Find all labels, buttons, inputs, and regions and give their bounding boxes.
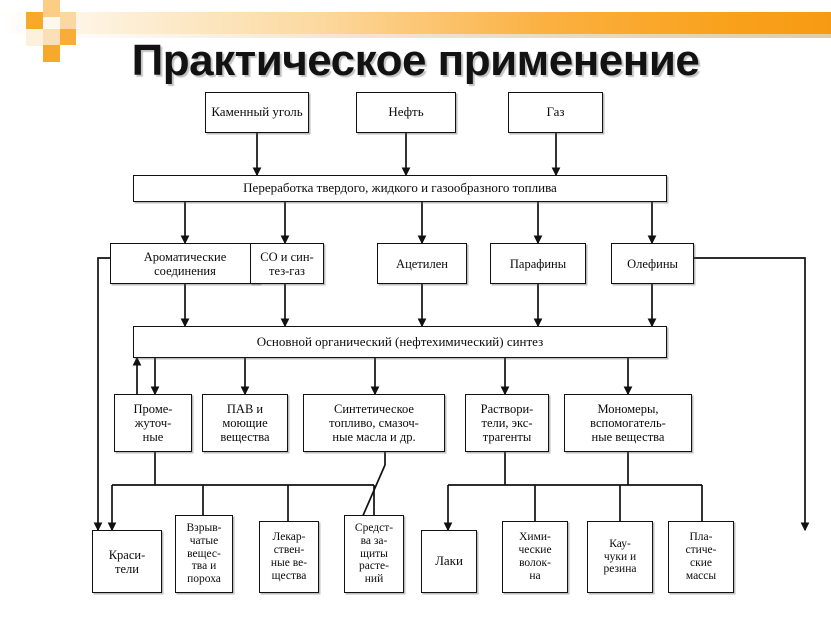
node-synthesis[interactable]: Основной органический (нефтехимический) … — [133, 326, 667, 358]
bus-intermediate-trunk — [112, 452, 374, 486]
node-processing[interactable]: Переработка твердого, жидкого и газообра… — [133, 175, 667, 202]
node-aromatics-label-1: Ароматические — [143, 249, 227, 264]
deco-square-6 — [60, 29, 76, 45]
node-fuels-label-2: топливо, смазоч- — [329, 416, 419, 430]
node-syngas-label-1: СО и син- — [260, 249, 314, 264]
node-explosives-label-4: тва и — [191, 560, 217, 573]
node-rubber[interactable]: Кау- чуки и резина — [587, 521, 653, 593]
node-plant-protection-label-4: расте- — [359, 560, 389, 573]
node-plastics-label-2: стиче- — [685, 544, 717, 557]
node-plant-protection-label-5: ний — [364, 573, 384, 586]
node-intermediate-label-3: ные — [142, 430, 164, 444]
edge-fuels-plantprot — [356, 452, 386, 529]
node-dyes-label-2: тели — [115, 561, 139, 576]
node-surfactants-label-3: вещества — [220, 430, 270, 444]
node-processing-label: Переработка твердого, жидкого и газообра… — [243, 180, 557, 196]
node-aromatics[interactable]: Ароматические соединения — [110, 243, 260, 284]
node-varnishes[interactable]: Лаки — [421, 530, 477, 593]
node-surfactants-label-1: ПАВ и — [226, 402, 264, 416]
node-varnishes-label: Лаки — [435, 553, 463, 569]
node-medicines-label-4: щества — [271, 569, 307, 582]
header-accent-bar — [0, 12, 831, 34]
node-gas-label: Газ — [546, 104, 565, 120]
node-medicines-label-2: ствен- — [273, 544, 305, 557]
node-plant-protection-label-3: щиты — [360, 547, 388, 560]
deco-square-7 — [43, 45, 60, 62]
deco-square-5 — [43, 29, 60, 46]
node-medicines-label-1: Лекар- — [272, 531, 306, 544]
deco-square-4 — [60, 12, 76, 29]
node-olefins-label: Олефины — [627, 256, 678, 271]
node-plant-protection-label-2: ва за- — [360, 534, 388, 547]
node-monomers-label-2: вспомогатель- — [590, 416, 666, 430]
node-aromatics-label-2: соединения — [154, 263, 216, 278]
node-solvents-label-3: трагенты — [482, 430, 532, 444]
node-acetylene-label: Ацетилен — [396, 256, 448, 271]
page-title: Практическое применение — [131, 36, 700, 85]
edge-olefins-plastics — [694, 257, 810, 532]
node-explosives[interactable]: Взрыв- чатые вещес- тва и пороха — [175, 515, 233, 593]
node-coal[interactable]: Каменный уголь — [205, 92, 309, 133]
node-paraffins-label: Парафины — [509, 256, 567, 271]
node-medicines-label-3: ные ве- — [270, 557, 308, 569]
bus-right-trunk — [448, 452, 702, 486]
node-monomers-label-1: Мономеры, — [597, 402, 659, 416]
node-surfactants-label-2: моющие — [222, 416, 268, 430]
node-solvents-label-1: Раствори- — [480, 402, 534, 416]
node-coal-label: Каменный уголь — [211, 104, 303, 120]
node-fibers-label-3: волок- — [519, 557, 551, 569]
node-surfactants[interactable]: ПАВ и моющие вещества — [202, 394, 288, 452]
deco-square-1 — [26, 12, 43, 29]
node-plastics-label-3: ские — [690, 557, 712, 569]
node-monomers[interactable]: Мономеры, вспомогатель- ные вещества — [564, 394, 692, 452]
node-rubber-label-1: Кау- — [609, 537, 631, 550]
node-intermediate[interactable]: Проме- жуточ- ные — [114, 394, 192, 452]
node-oil-label: Нефть — [388, 104, 424, 120]
node-fibers-label-4: на — [529, 569, 541, 582]
node-acetylene[interactable]: Ацетилен — [377, 243, 467, 284]
node-fuels[interactable]: Синтетическое топливо, смазоч- ные масла… — [303, 394, 445, 452]
node-paraffins[interactable]: Парафины — [490, 243, 586, 284]
node-explosives-label-2: чатые — [189, 534, 219, 547]
node-oil[interactable]: Нефть — [356, 92, 456, 133]
header-accent-bar-shadow — [40, 34, 831, 38]
node-fuels-label-3: ные масла и др. — [332, 430, 416, 444]
node-fibers-label-2: ческие — [518, 544, 552, 557]
deco-square-2 — [43, 0, 60, 17]
node-olefins[interactable]: Олефины — [611, 243, 694, 284]
edge-aromatics-dyes — [93, 257, 110, 532]
node-plastics-label-1: Пла- — [689, 531, 713, 544]
node-plastics[interactable]: Пла- стиче- ские массы — [668, 521, 734, 593]
node-synthesis-label: Основной органический (нефтехимический) … — [256, 333, 544, 349]
node-explosives-label-1: Взрыв- — [186, 521, 222, 534]
node-plastics-label-4: массы — [685, 569, 717, 582]
node-explosives-label-3: вещес- — [187, 547, 221, 560]
node-intermediate-label-2: жуточ- — [134, 416, 172, 430]
node-syngas[interactable]: СО и син- тез-газ — [250, 243, 324, 284]
node-fibers[interactable]: Хими- ческие волок- на — [502, 521, 568, 593]
node-monomers-label-3: ные вещества — [591, 430, 665, 444]
node-rubber-label-3: резина — [603, 563, 637, 576]
node-fibers-label-1: Хими- — [519, 531, 551, 544]
node-syngas-label-2: тез-газ — [269, 263, 305, 278]
node-fuels-label-1: Синтетическое — [334, 402, 414, 416]
node-explosives-label-5: пороха — [187, 573, 221, 586]
node-dyes[interactable]: Краси- тели — [92, 530, 162, 593]
node-medicines[interactable]: Лекар- ствен- ные ве- щества — [259, 521, 319, 593]
deco-square-8 — [26, 29, 43, 46]
node-gas[interactable]: Газ — [508, 92, 603, 133]
node-solvents-label-2: тели, экс- — [481, 416, 533, 430]
node-rubber-label-2: чуки и — [603, 550, 637, 563]
node-dyes-label-1: Краси- — [108, 547, 146, 562]
node-plant-protection[interactable]: Средст- ва за- щиты расте- ний — [344, 515, 404, 593]
node-intermediate-label-1: Проме- — [133, 402, 173, 416]
node-plant-protection-label-1: Средст- — [354, 521, 394, 534]
node-solvents[interactable]: Раствори- тели, экс- трагенты — [465, 394, 549, 452]
